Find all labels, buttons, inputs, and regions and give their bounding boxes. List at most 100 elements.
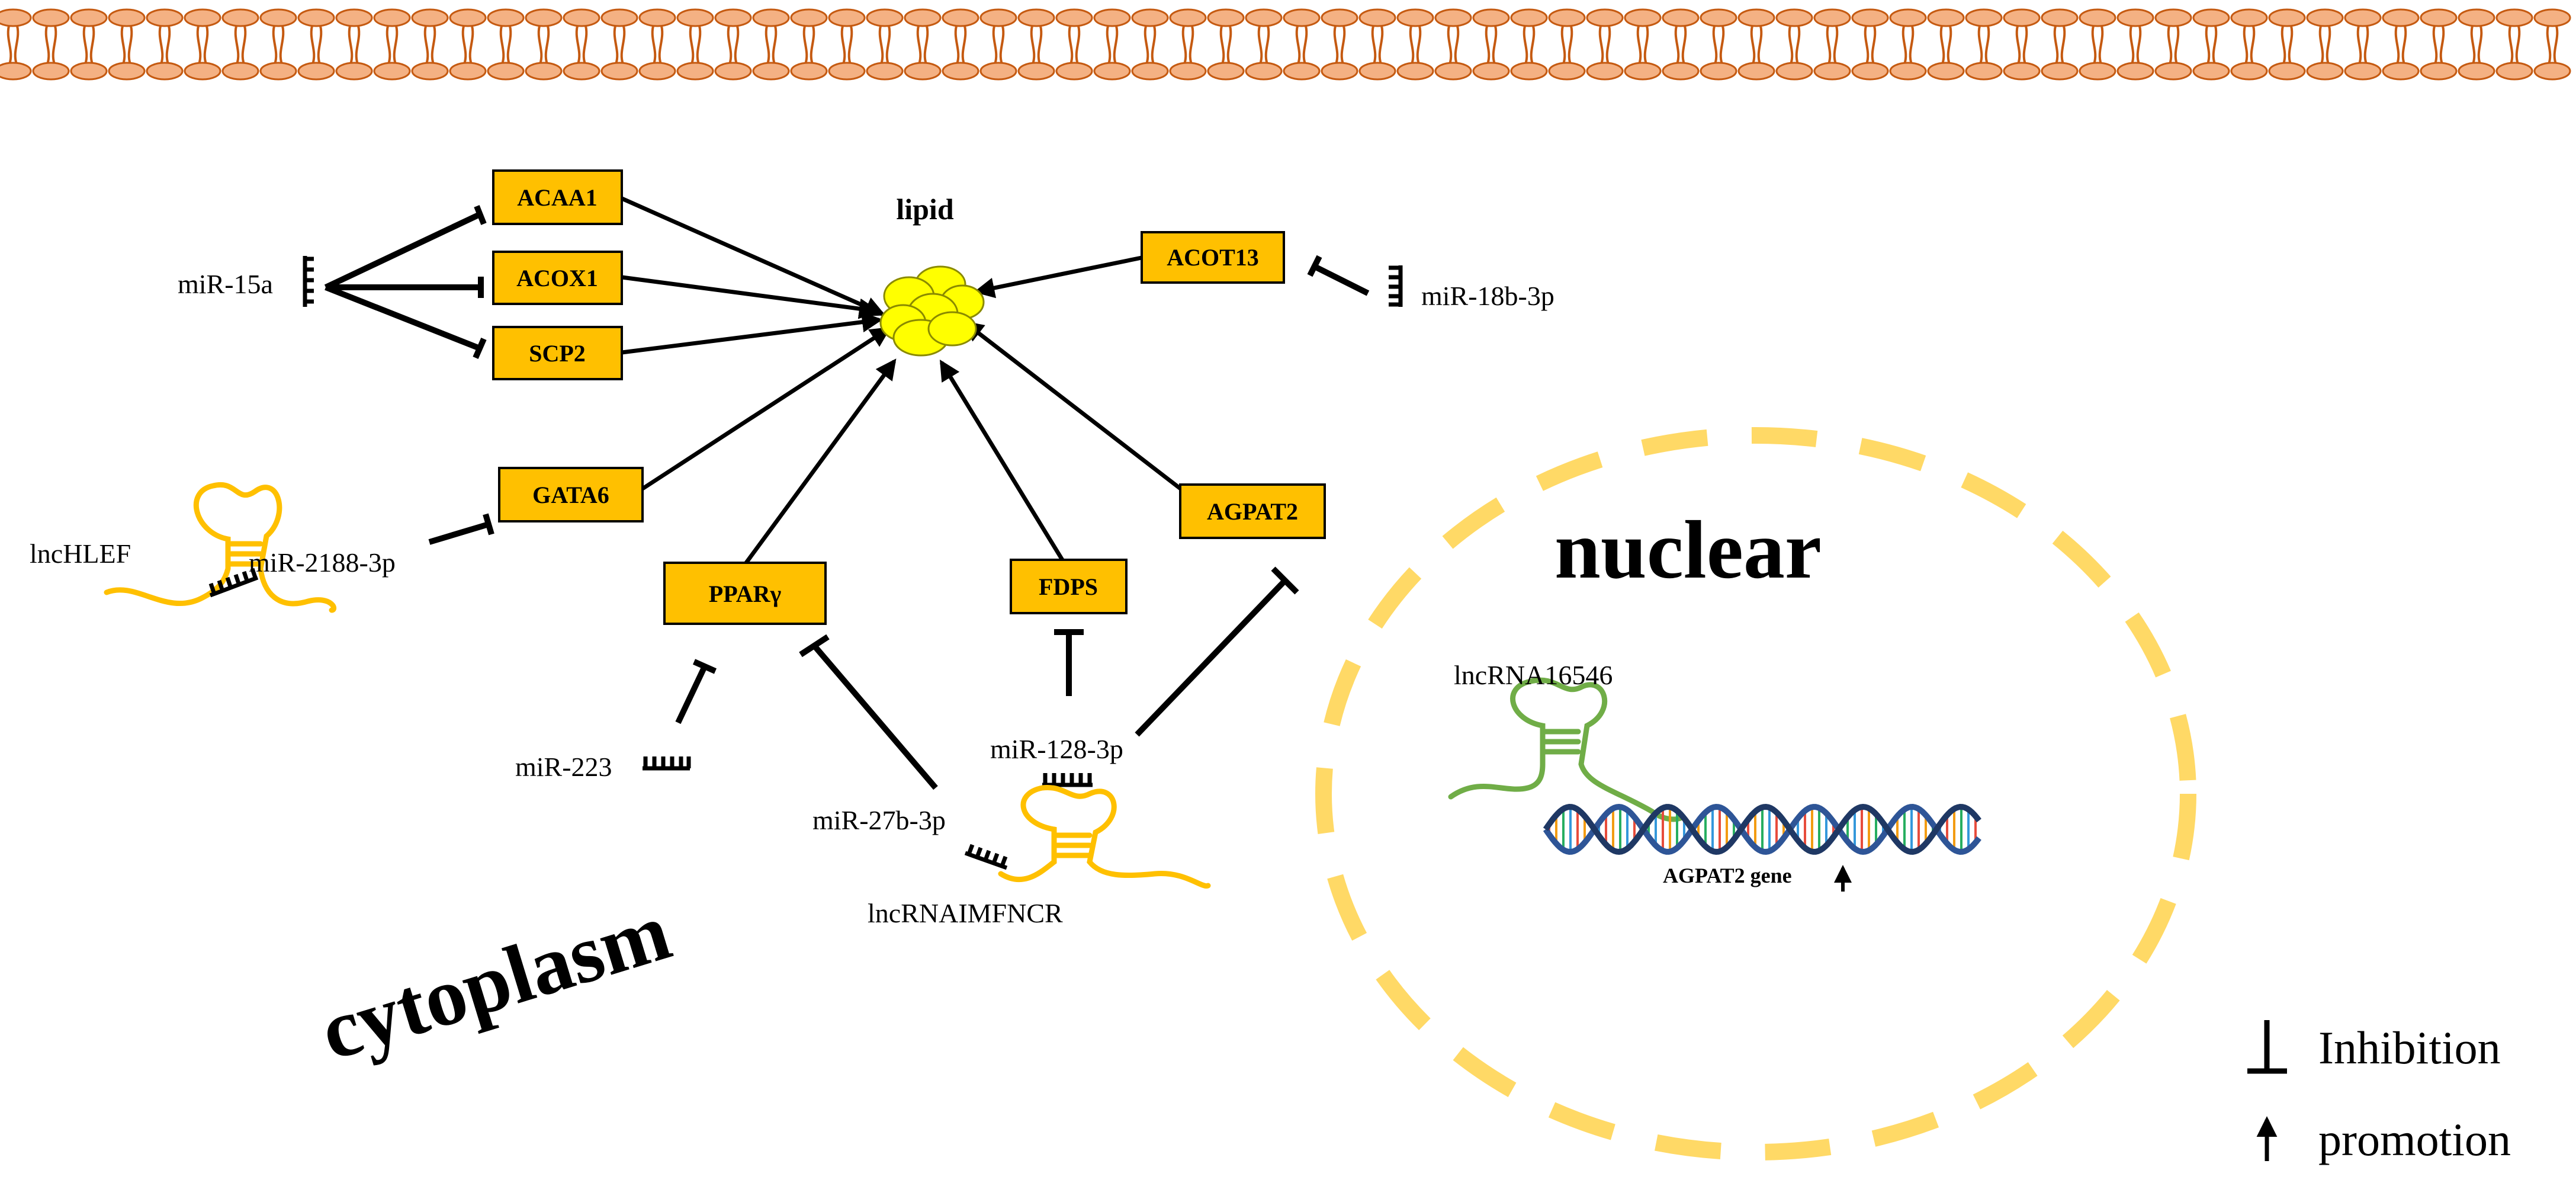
membrane-head-top xyxy=(449,8,487,27)
label-mir18b: miR-18b-3p xyxy=(1421,281,1554,311)
gene-label-acox1: ACOX1 xyxy=(516,265,598,291)
arrow-agpat2-lipid xyxy=(962,320,1186,493)
membrane-lipid-tail xyxy=(2091,23,2104,65)
gene-label-fdps: FDPS xyxy=(1039,573,1098,600)
membrane-head-bottom xyxy=(221,62,259,81)
legend-promotion-label: promotion xyxy=(2318,1114,2511,1165)
inhibition-lines xyxy=(324,205,1370,790)
inhibit-mir18b-acot13 xyxy=(1313,264,1370,296)
membrane-lipid-tail xyxy=(1902,23,1915,65)
membrane-head-top xyxy=(2458,8,2495,27)
membrane-lipid-tail xyxy=(272,23,285,65)
membrane-head-bottom xyxy=(1737,62,1775,81)
membrane-head-top xyxy=(752,8,790,27)
membrane-head-top xyxy=(1283,8,1321,27)
gene-box-acaa1: ACAA1 xyxy=(492,169,623,225)
membrane-head-top xyxy=(487,8,525,27)
membrane-head-top xyxy=(904,8,942,27)
arrow-acaa1-lipid xyxy=(621,196,886,317)
lnc16546-icon xyxy=(1448,677,1685,822)
membrane-head-top xyxy=(1017,8,1055,27)
membrane-lipid-tail xyxy=(1409,23,1422,65)
inhibit-bar-scp2 xyxy=(473,337,487,360)
membrane-lipid-tail xyxy=(461,23,474,65)
cell-membrane xyxy=(0,8,2571,81)
membrane-head-bottom xyxy=(1245,62,1283,81)
membrane-head-top xyxy=(1358,8,1396,27)
membrane-head-bottom xyxy=(2154,62,2192,81)
membrane-head-top xyxy=(70,8,108,27)
membrane-head-bottom xyxy=(2495,62,2533,81)
membrane-head-bottom xyxy=(752,62,790,81)
membrane-head-bottom xyxy=(2268,62,2306,81)
membrane-head-top xyxy=(676,8,714,27)
membrane-head-bottom xyxy=(1358,62,1396,81)
membrane-head-bottom xyxy=(1813,62,1851,81)
membrane-head-top xyxy=(790,8,828,27)
membrane-lipid-tail xyxy=(44,23,57,65)
membrane-head-bottom xyxy=(1055,62,1093,81)
membrane-head-bottom xyxy=(2533,62,2571,81)
membrane-head-top xyxy=(1965,8,2003,27)
membrane-head-top xyxy=(1548,8,1586,27)
arrow-gata6-lipid xyxy=(641,326,891,490)
membrane-head-top xyxy=(1055,8,1093,27)
membrane-lipid-tail xyxy=(689,23,702,65)
membrane-head-bottom xyxy=(638,62,676,81)
membrane-head-top xyxy=(979,8,1017,27)
label-mir27b: miR-27b-3p xyxy=(812,805,946,835)
membrane-head-top xyxy=(1737,8,1775,27)
membrane-lipid-tail xyxy=(2318,23,2331,65)
membrane-head-bottom xyxy=(2344,62,2382,81)
membrane-head-bottom xyxy=(1548,62,1586,81)
membrane-lipid-tail xyxy=(1750,23,1763,65)
membrane-head-top xyxy=(373,8,411,27)
membrane-head-bottom xyxy=(108,62,146,81)
membrane-head-top xyxy=(2192,8,2230,27)
gene-label-acaa1: ACAA1 xyxy=(517,184,598,211)
gene-label-scp2: SCP2 xyxy=(529,340,586,367)
membrane-head-bottom xyxy=(676,62,714,81)
gene-box-acox1: ACOX1 xyxy=(492,251,623,305)
membrane-lipid-tail xyxy=(499,23,512,65)
gene-label-agpat2: AGPAT2 xyxy=(1207,498,1298,525)
label-lncimfncr: lncRNAIMFNCR xyxy=(868,898,1063,928)
membrane-lipid-tail xyxy=(878,23,891,65)
membrane-lipid-tail xyxy=(7,23,20,65)
membrane-head-top xyxy=(1586,8,1624,27)
membrane-head-top xyxy=(2268,8,2306,27)
membrane-lipid-tail xyxy=(537,23,550,65)
membrane-head-bottom xyxy=(979,62,1017,81)
label-mir2188: miR-2188-3p xyxy=(249,547,396,578)
membrane-head-bottom xyxy=(2306,62,2344,81)
membrane-head-top xyxy=(2344,8,2382,27)
membrane-head-top xyxy=(32,8,70,27)
dna-helix-icon xyxy=(1543,803,1981,855)
inhibit-bar-ppar-b xyxy=(799,634,830,658)
membrane-lipid-tail xyxy=(840,23,853,65)
membrane-head-bottom xyxy=(1851,62,1889,81)
membrane-lipid-tail xyxy=(1674,23,1687,65)
membrane-lipid-tail xyxy=(158,23,171,65)
membrane-head-top xyxy=(1131,8,1169,27)
mirna-symbols xyxy=(303,256,1403,870)
membrane-head-bottom xyxy=(335,62,373,81)
membrane-head-top xyxy=(600,8,638,27)
inhibit-bar-ppar-a xyxy=(692,659,717,674)
gene-boxes: ACAA1 ACOX1 SCP2 GATA6 PPARγ FDPS AGPAT2 xyxy=(492,169,1326,625)
membrane-head-bottom xyxy=(866,62,904,81)
membrane-head-bottom xyxy=(2458,62,2495,81)
membrane-head-top xyxy=(1093,8,1131,27)
membrane-lipid-tail xyxy=(1636,23,1649,65)
membrane-head-bottom xyxy=(1396,62,1434,81)
membrane-lipid-tail xyxy=(1295,23,1308,65)
membrane-head-top xyxy=(2116,8,2154,27)
inhibit-bar-gata6 xyxy=(483,513,494,536)
label-lnchlef: lncHLEF xyxy=(30,538,131,569)
label-agpat2-gene: AGPAT2 gene xyxy=(1663,864,1792,887)
membrane-lipid-tail xyxy=(2546,23,2559,65)
membrane-head-bottom xyxy=(1131,62,1169,81)
membrane-lipid-tail xyxy=(575,23,588,65)
gene-box-fdps: FDPS xyxy=(1010,559,1128,614)
membrane-lipid-tail xyxy=(1333,23,1346,65)
